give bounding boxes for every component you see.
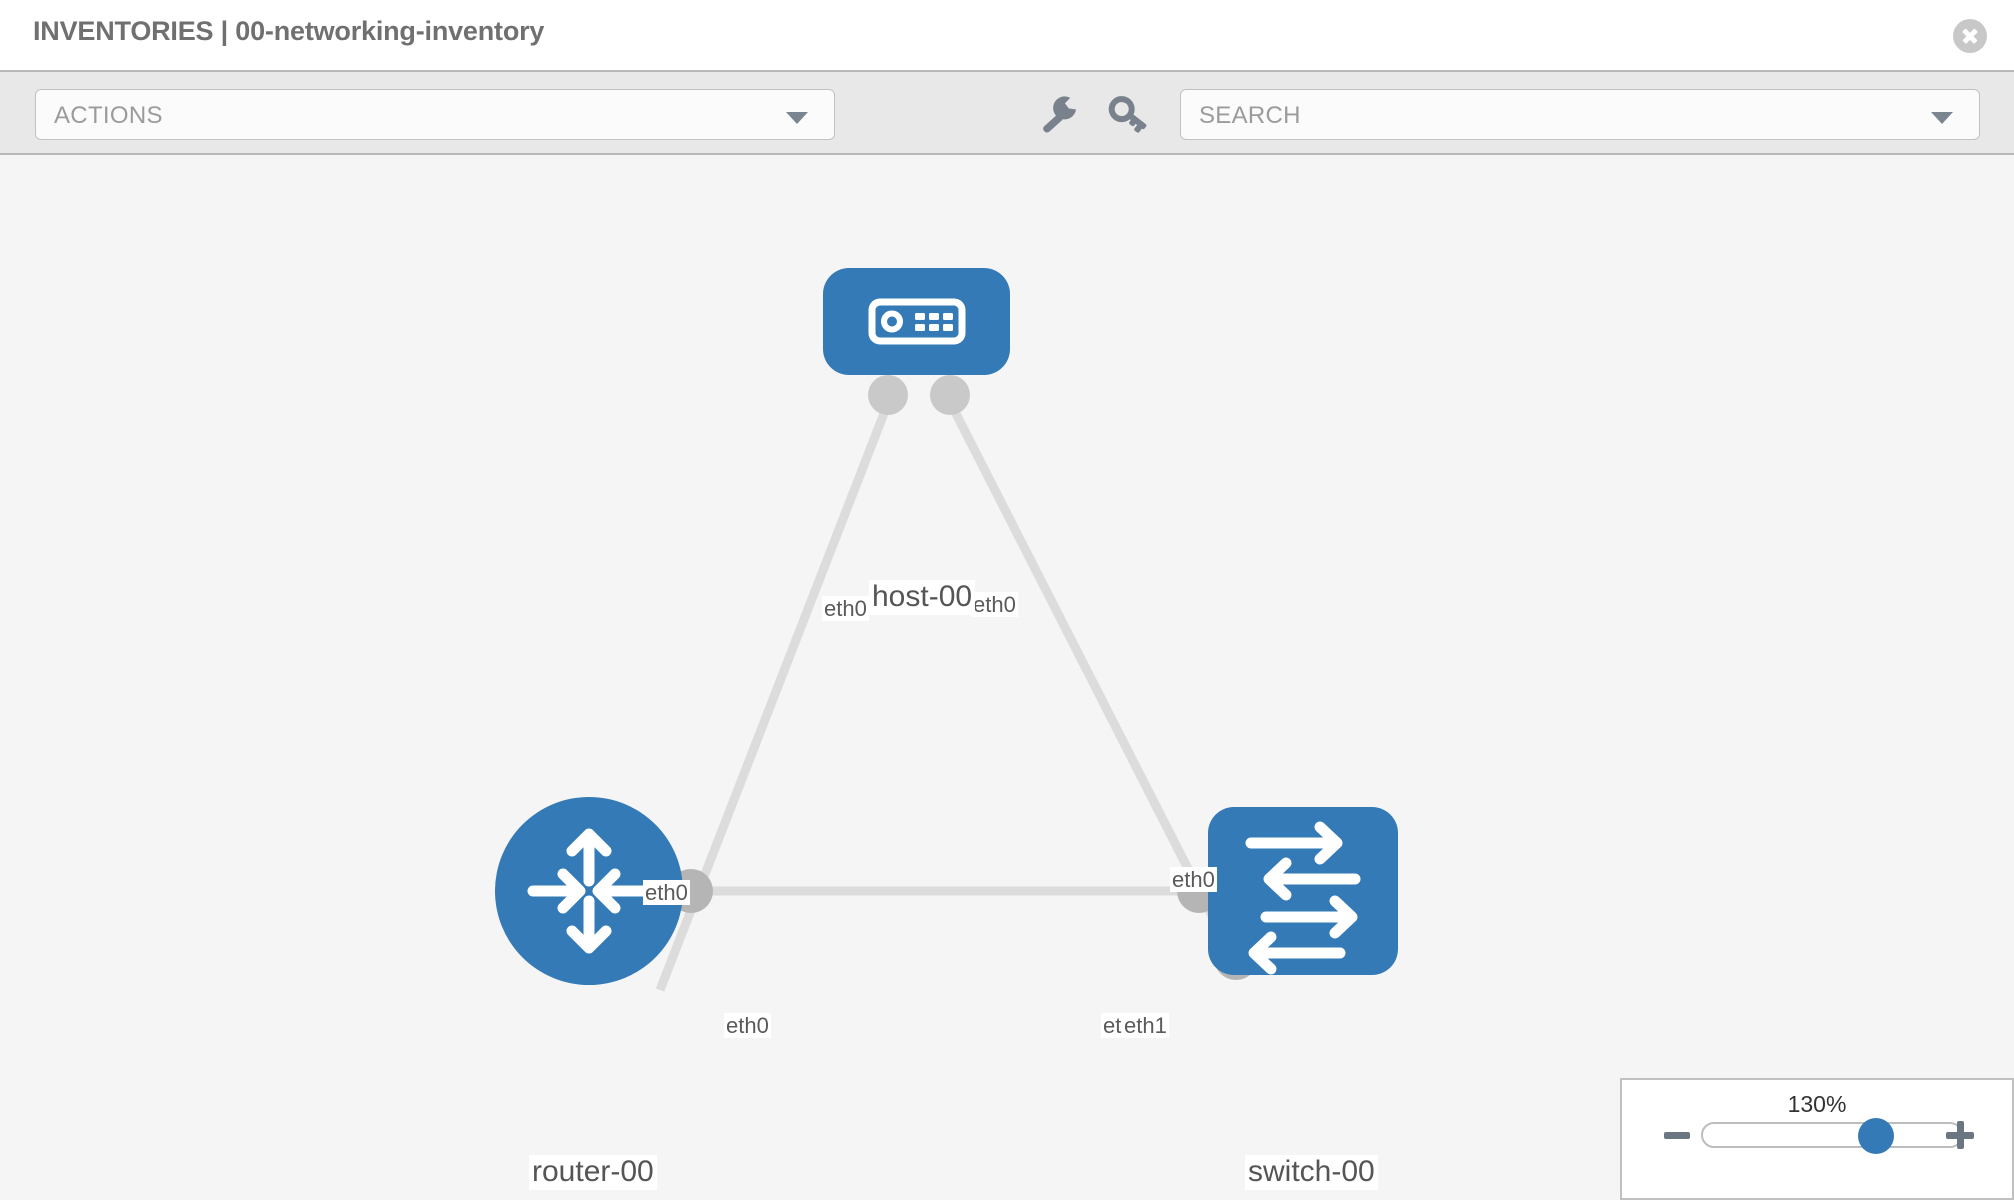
node-label-switch-00: switch-00 <box>1245 1155 1378 1190</box>
node-host-00[interactable] <box>823 268 1010 375</box>
actions-dropdown[interactable]: ACTIONS <box>35 89 835 140</box>
zoom-control-panel: 130% <box>1620 1078 2014 1200</box>
link-host-switch <box>943 395 1237 958</box>
edge-label-router-eth0: eth0 <box>724 1013 771 1039</box>
toolbar: ACTIONS SEARCH <box>0 70 2014 155</box>
page-title: INVENTORIES | 00-networking-inventory <box>33 16 545 46</box>
wrench-icon[interactable] <box>1032 86 1088 142</box>
key-icon[interactable] <box>1100 86 1156 142</box>
edge-label-switch-eth1: eth1 <box>1122 1013 1169 1039</box>
page-header: INVENTORIES | 00-networking-inventory <box>0 0 2014 70</box>
edge-label-host-switch-source: eth0 <box>971 592 1018 618</box>
connector-host-eth0-right <box>930 375 970 415</box>
zoom-slider-handle[interactable] <box>1857 1118 1894 1154</box>
topology-graph <box>495 268 1398 992</box>
chevron-down-icon <box>1931 112 1953 124</box>
node-label-host-00: host-00 <box>869 580 976 615</box>
zoom-slider[interactable] <box>1701 1118 1963 1154</box>
zoom-in-button[interactable] <box>1946 1121 1974 1149</box>
actions-dropdown-label: ACTIONS <box>54 102 163 129</box>
search-placeholder: SEARCH <box>1199 102 1301 129</box>
switch-arrows-icon <box>1245 821 1361 975</box>
node-switch-00[interactable] <box>1208 807 1398 975</box>
connector-host-eth0-left <box>868 375 908 415</box>
router-arrows-icon <box>527 828 651 954</box>
edge-label-router-host: eth0 <box>643 880 690 906</box>
server-icon <box>868 298 966 345</box>
edge-label-host-router-source: eth0 <box>822 596 869 622</box>
node-label-router-00: router-00 <box>529 1155 657 1190</box>
zoom-level-value: 130% <box>1787 1091 1847 1117</box>
topology-canvas[interactable]: eth0 eth0 eth0 eth0 eth0 eth0 eth1 host-… <box>0 155 2014 1200</box>
close-icon[interactable] <box>1953 19 1987 53</box>
search-input[interactable]: SEARCH <box>1180 89 1980 140</box>
edge-label-switch-host: eth0 <box>1170 867 1217 893</box>
chevron-down-icon <box>786 112 808 124</box>
node-router-00[interactable] <box>495 797 683 985</box>
zoom-out-button[interactable] <box>1664 1132 1690 1139</box>
